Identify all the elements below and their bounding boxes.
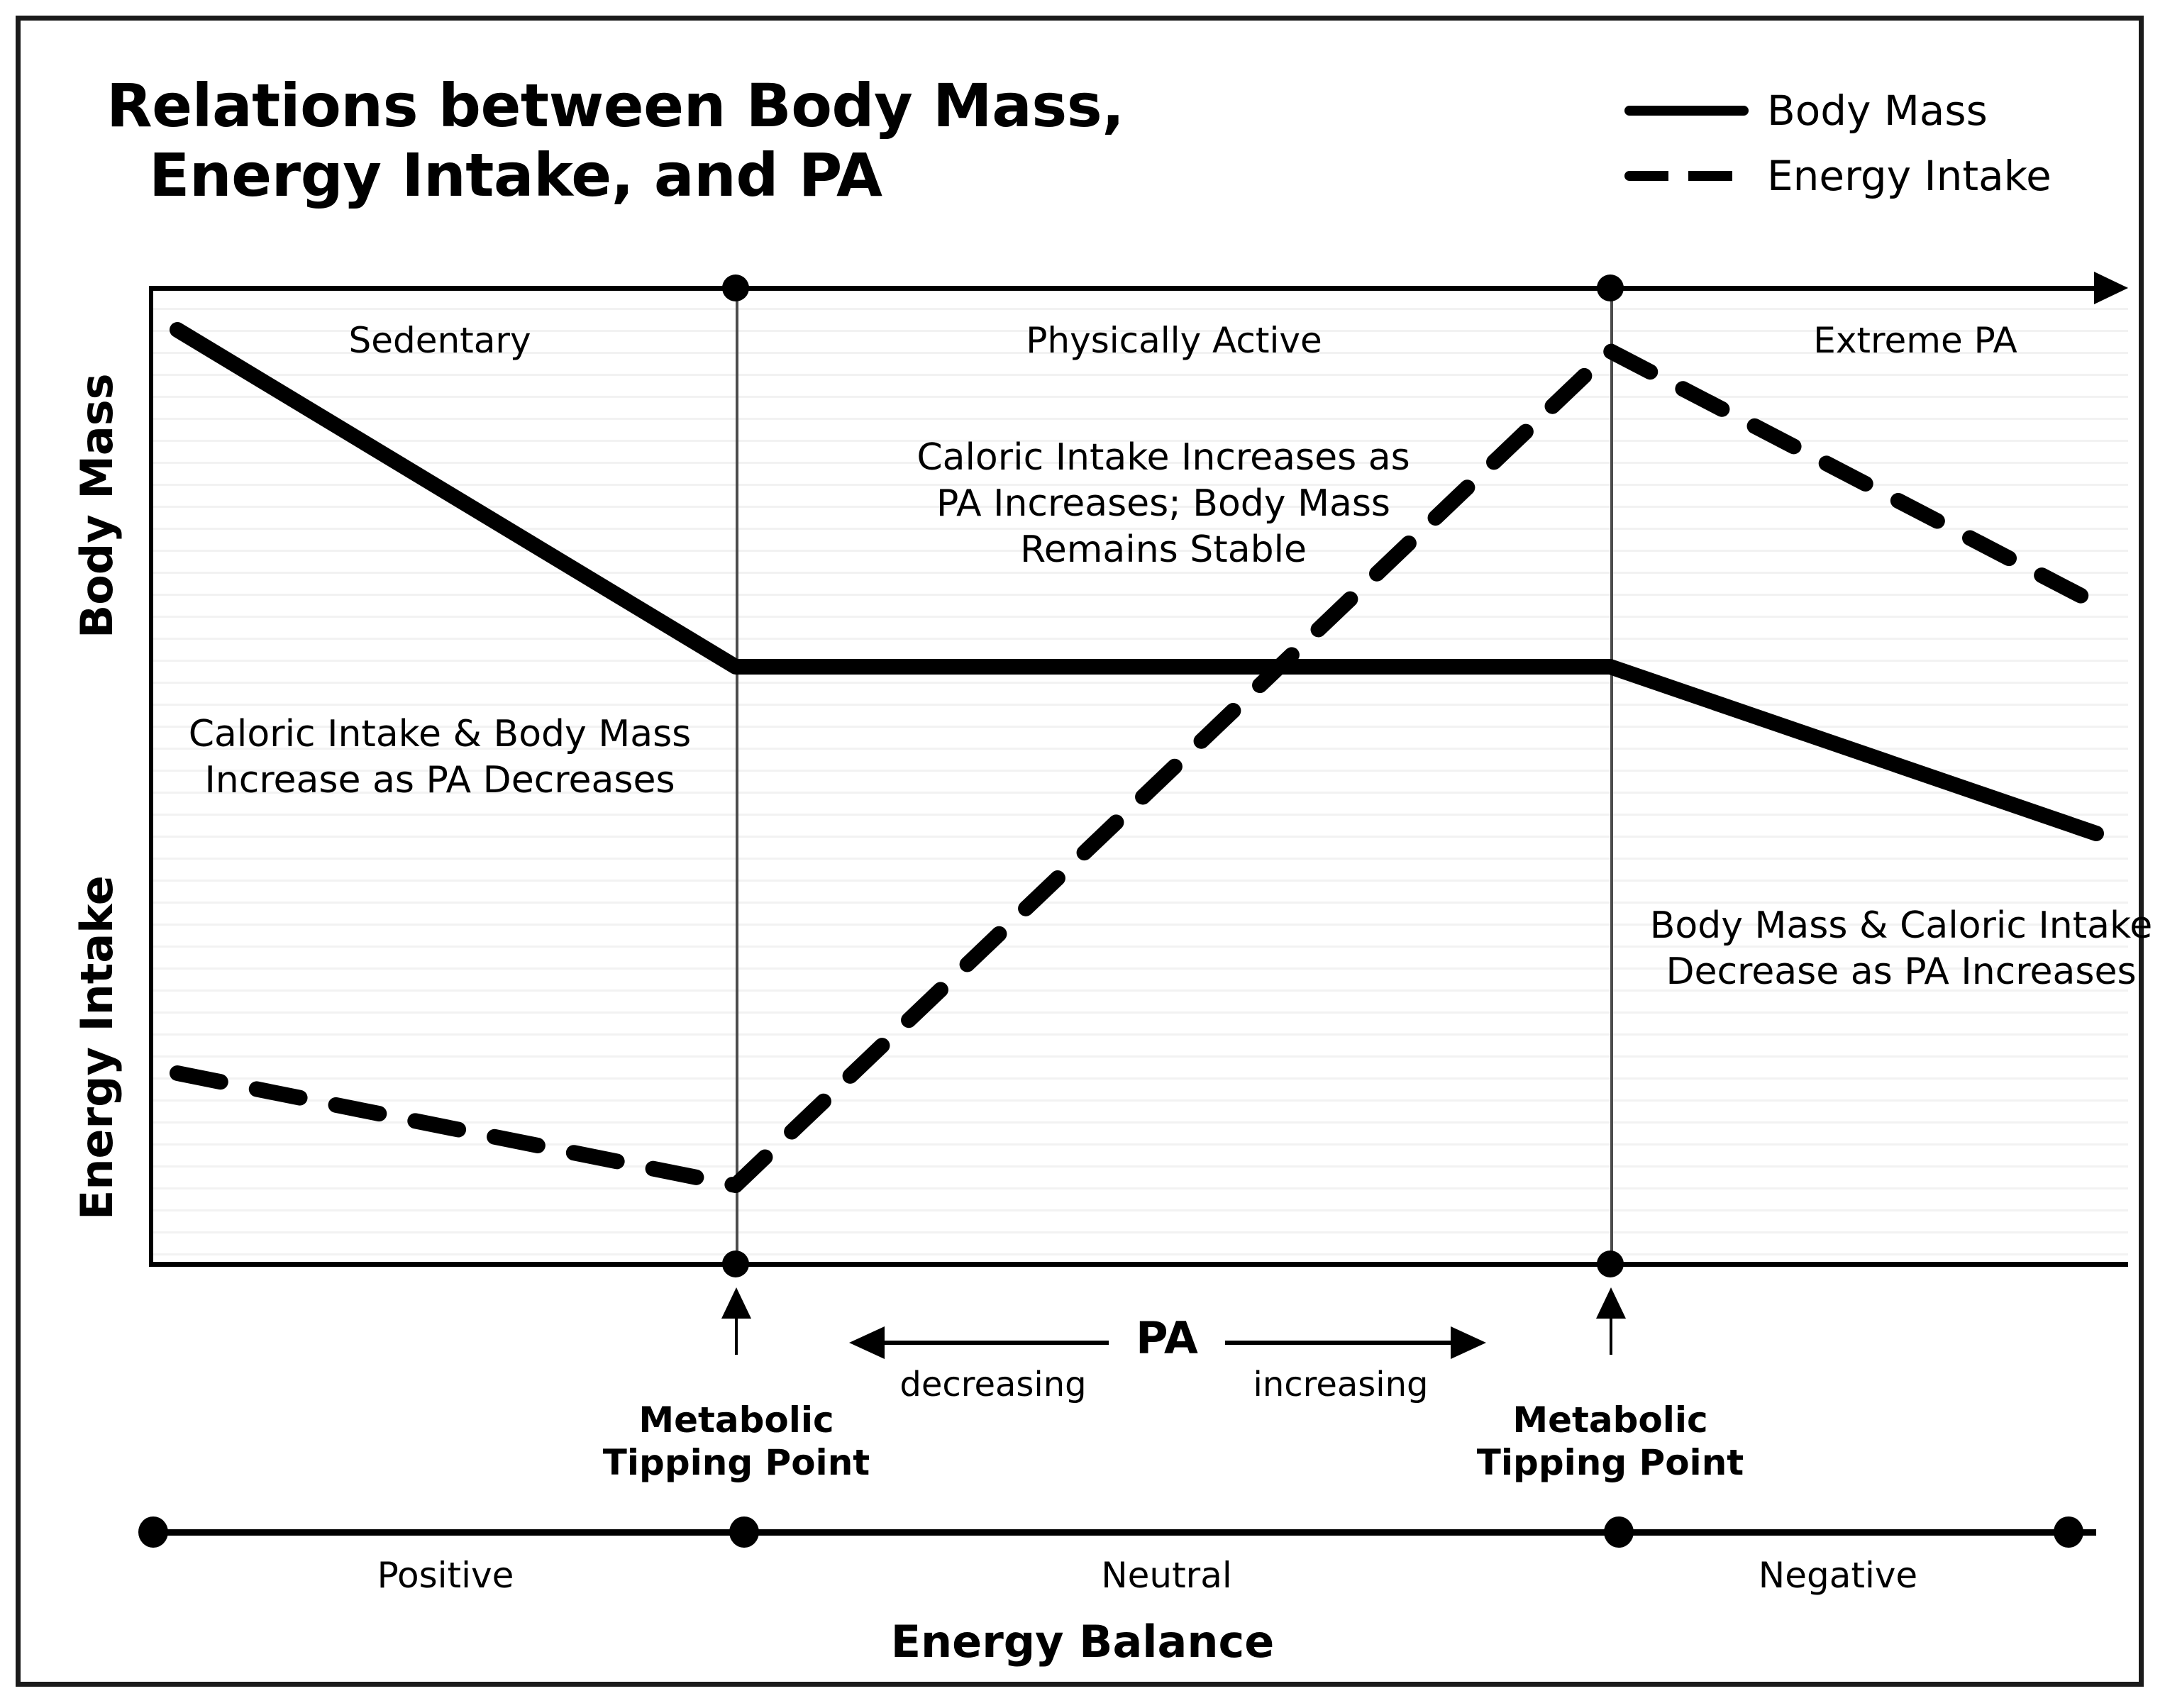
- legend-label-body-mass: Body Mass: [1767, 87, 1988, 135]
- series-body-mass-line: [170, 322, 2104, 841]
- title-line-2: Energy Intake, and PA: [149, 140, 882, 211]
- y-axis-label-body-mass: Body Mass: [71, 373, 123, 638]
- legend-item-energy-intake: Energy Intake: [1624, 143, 2135, 209]
- node-dot-top-right: [1597, 274, 1624, 301]
- tipping-point-left-line-1: Metabolic: [638, 1399, 834, 1441]
- energy-balance-scale: [138, 1516, 2103, 1549]
- legend-label-energy-intake: Energy Intake: [1767, 152, 2052, 200]
- legend-item-body-mass: Body Mass: [1624, 78, 2135, 143]
- solid-line-icon: [1624, 106, 1749, 116]
- plot-area: Sedentary Physically Active Extreme PA C…: [149, 272, 2152, 1277]
- zone-divider-right: [1610, 286, 1613, 1266]
- y-axis-label-energy-intake: Energy Intake: [71, 875, 123, 1220]
- zone-divider-left: [736, 286, 738, 1266]
- energy-balance-dot-end: [2054, 1516, 2083, 1548]
- zone-label-sedentary: Sedentary: [348, 320, 531, 361]
- x-axis-title: Energy Balance: [890, 1616, 1275, 1668]
- energy-balance-label-positive: Positive: [377, 1555, 514, 1596]
- energy-balance-label-negative: Negative: [1758, 1555, 1918, 1596]
- pa-label-decreasing: decreasing: [899, 1365, 1087, 1404]
- tipping-point-pointer-right: [1610, 1311, 1612, 1355]
- axis-left: [149, 286, 153, 1266]
- pa-scale-title: PA: [1136, 1312, 1198, 1364]
- axis-top-arrow-icon: [2094, 272, 2128, 304]
- energy-balance-line: [147, 1529, 2096, 1536]
- arrow-left-icon: [849, 1326, 885, 1359]
- tipping-point-label-left: Metabolic Tipping Point: [573, 1399, 899, 1484]
- energy-balance-dot-mid-left: [729, 1516, 759, 1548]
- tipping-point-left-line-2: Tipping Point: [602, 1442, 870, 1483]
- dashed-line-icon: [1624, 171, 1749, 181]
- annotation-left: Caloric Intake & Body Mass Increase as P…: [188, 713, 692, 802]
- energy-balance-dot-mid-right: [1604, 1516, 1634, 1548]
- zone-label-extreme-pa: Extreme PA: [1813, 320, 2017, 361]
- arrow-right-icon: [1451, 1326, 1486, 1359]
- pa-label-increasing: increasing: [1253, 1365, 1429, 1404]
- title-line-1: Relations between Body Mass,: [106, 71, 1124, 140]
- tipping-point-label-right: Metabolic Tipping Point: [1447, 1399, 1773, 1484]
- annotation-center: Caloric Intake Increases as PA Increases…: [917, 436, 1410, 571]
- series-energy-intake-line: [170, 343, 2104, 1193]
- energy-balance-label-neutral: Neutral: [1101, 1555, 1232, 1596]
- node-dot-top-left: [722, 274, 749, 301]
- pa-arrow-line-right: [1225, 1341, 1452, 1345]
- pa-arrow-line-left: [882, 1341, 1109, 1345]
- series-lines: [170, 322, 2104, 1193]
- page-title: Relations between Body Mass, Energy Inta…: [106, 71, 1213, 211]
- annotation-right: Body Mass & Caloric Intake Decrease as P…: [1649, 904, 2153, 993]
- tipping-point-right-line-2: Tipping Point: [1476, 1442, 1744, 1483]
- tipping-point-right-line-1: Metabolic: [1512, 1399, 1708, 1441]
- legend: Body Mass Energy Intake: [1624, 78, 2135, 209]
- node-dot-bottom-left: [722, 1250, 749, 1277]
- axis-bottom: [149, 1262, 2128, 1267]
- zone-label-physically-active: Physically Active: [1026, 320, 1322, 361]
- energy-balance-dot-start: [138, 1516, 168, 1548]
- axis-top: [149, 286, 2096, 291]
- node-dot-bottom-right: [1597, 1250, 1624, 1277]
- tipping-point-pointer-left: [735, 1311, 738, 1355]
- pa-direction-scale: PA decreasing increasing: [848, 1312, 1486, 1426]
